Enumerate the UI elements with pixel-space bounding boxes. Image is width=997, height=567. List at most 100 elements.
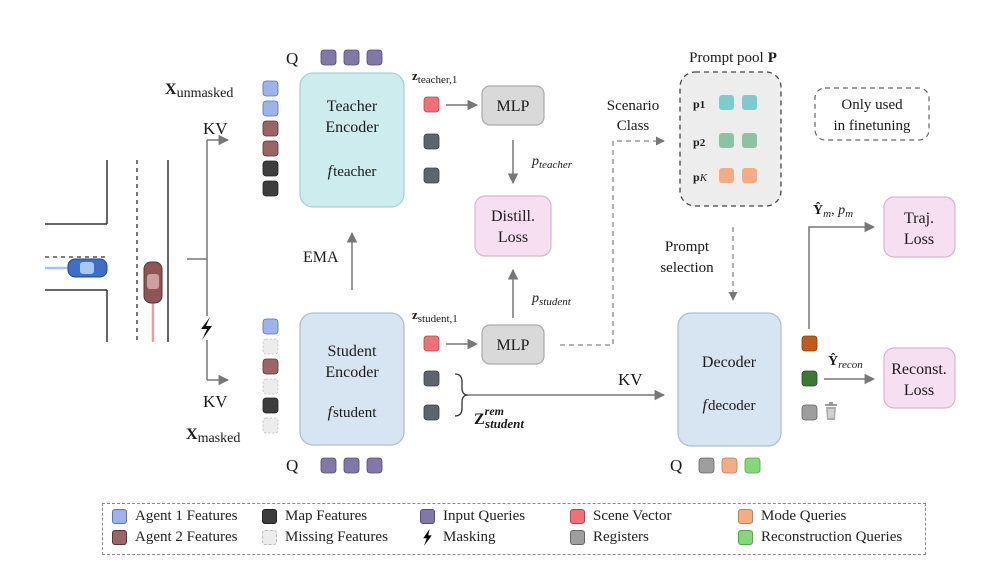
input-queries-swatch	[420, 509, 435, 524]
prompt-token	[719, 133, 734, 148]
map-token	[262, 397, 279, 414]
car-agent-2-icon	[143, 261, 163, 304]
student-scene-vector	[423, 335, 440, 352]
scenario-label-line2: Class	[617, 118, 650, 134]
svg-text:MLP: MLP	[497, 337, 530, 354]
registers-swatch	[570, 530, 585, 545]
decoder-queries	[698, 457, 761, 474]
svg-text:Decoder: Decoder	[702, 354, 757, 371]
input-split-arrows	[187, 134, 230, 386]
teacher-encoder: Teacher Encoder fteacher	[299, 72, 405, 208]
prompt-token	[742, 133, 757, 148]
svg-text:Loss: Loss	[904, 231, 934, 248]
legend-agent-1: Agent 1 Features	[112, 508, 237, 525]
svg-text:Only used: Only used	[841, 97, 903, 113]
teacher-output-token	[423, 167, 440, 184]
legend	[102, 503, 926, 555]
road-scene	[45, 160, 169, 342]
decoder: Decoder fdecoder	[677, 312, 782, 447]
svg-text:in finetuning: in finetuning	[833, 118, 911, 134]
prompt-row-2-label: p2	[693, 135, 706, 149]
legend-map: Map Features	[262, 508, 367, 525]
svg-text:MLP: MLP	[497, 98, 530, 115]
legend-recon-queries: Reconstruction Queries	[738, 529, 902, 546]
prompt-token	[742, 168, 757, 183]
lightning-icon	[423, 529, 432, 546]
student-encoder-line2: Encoder	[325, 364, 379, 381]
teacher-output-token	[423, 133, 440, 150]
remaining-tokens-bracket	[454, 373, 469, 417]
reconst-loss: Reconst. Loss	[883, 347, 956, 409]
y-recon-label: Ŷrecon	[828, 352, 863, 371]
prompt-selection-line1: Prompt	[665, 239, 710, 255]
scene-vector-swatch	[570, 509, 585, 524]
trash-icon	[825, 402, 837, 420]
legend-agent-2: Agent 2 Features	[112, 529, 237, 546]
reconstruction-query	[744, 457, 761, 474]
z-student-label: zstudent,1	[412, 307, 458, 325]
kv-top-label: KV	[203, 119, 228, 138]
p-teacher-label: pteacher	[531, 154, 573, 171]
z-teacher-label: zteacher,1	[412, 68, 457, 86]
mlp-teacher: MLP	[481, 85, 545, 126]
prompt-token	[742, 95, 757, 110]
finetuning-note: Only used in finetuning	[814, 87, 930, 141]
traj-output-arrow	[808, 221, 876, 329]
distill-loss: Distill. Loss	[474, 195, 552, 257]
q-student-label: Q	[286, 456, 298, 475]
teacher-encoder-line2: Encoder	[325, 119, 379, 136]
prompt-pool: p1 p2 pK	[679, 71, 782, 207]
legend-scene-vector: Scene Vector	[570, 508, 671, 525]
legend-mode-queries: Mode Queries	[738, 508, 846, 525]
register-output-token	[801, 404, 818, 421]
student-encoder: Student Encoder fstudent	[299, 312, 405, 446]
legend-masking: Masking	[420, 529, 496, 546]
teacher-encoder-function: fteacher	[328, 163, 377, 180]
missing-token	[262, 338, 279, 355]
svg-text:Reconst.: Reconst.	[891, 361, 947, 378]
agent-1-swatch	[112, 509, 127, 524]
kv-bottom-label: KV	[203, 392, 228, 411]
missing-token	[262, 378, 279, 395]
agent-1-token	[262, 80, 279, 97]
mode-query	[721, 457, 738, 474]
agent-2-token	[262, 358, 279, 375]
agent-2-swatch	[112, 530, 127, 545]
agent-2-token	[262, 120, 279, 137]
prompt-row-1-label: p1	[693, 97, 705, 111]
lightning-icon	[201, 317, 212, 340]
recon-queries-swatch	[738, 530, 753, 545]
legend-input-queries: Input Queries	[420, 508, 525, 525]
traj-loss: Traj. Loss	[883, 196, 956, 258]
scenario-class-arrow	[560, 136, 665, 346]
ema-label: EMA	[303, 249, 339, 266]
student-output-token	[423, 370, 440, 387]
x-unmasked-label: Xunmasked	[165, 81, 233, 101]
map-token	[262, 160, 279, 177]
mode-output-token	[801, 335, 818, 352]
register-query	[698, 457, 715, 474]
map-token	[262, 180, 279, 197]
prompt-token	[719, 168, 734, 183]
missing-swatch	[262, 530, 277, 545]
svg-text:Traj.: Traj.	[904, 210, 934, 227]
agent-2-token	[262, 140, 279, 157]
legend-registers: Registers	[570, 529, 649, 546]
prompt-selection-line2: selection	[660, 260, 714, 276]
x-masked-label: Xmasked	[186, 426, 240, 446]
q-decoder-label: Q	[670, 456, 682, 475]
svg-text:Distill.: Distill.	[491, 208, 535, 225]
car-agent-1-icon	[67, 258, 108, 278]
prompt-row-k-label: pK	[693, 170, 708, 184]
agent-1-token	[262, 318, 279, 335]
teacher-encoder-line1: Teacher	[327, 98, 378, 115]
unmasked-token-column	[262, 80, 279, 197]
agent-1-token	[262, 100, 279, 117]
scenario-label-line1: Scenario	[607, 98, 659, 114]
legend-missing: Missing Features	[262, 529, 388, 546]
map-swatch	[262, 509, 277, 524]
teacher-scene-vector	[423, 96, 440, 113]
